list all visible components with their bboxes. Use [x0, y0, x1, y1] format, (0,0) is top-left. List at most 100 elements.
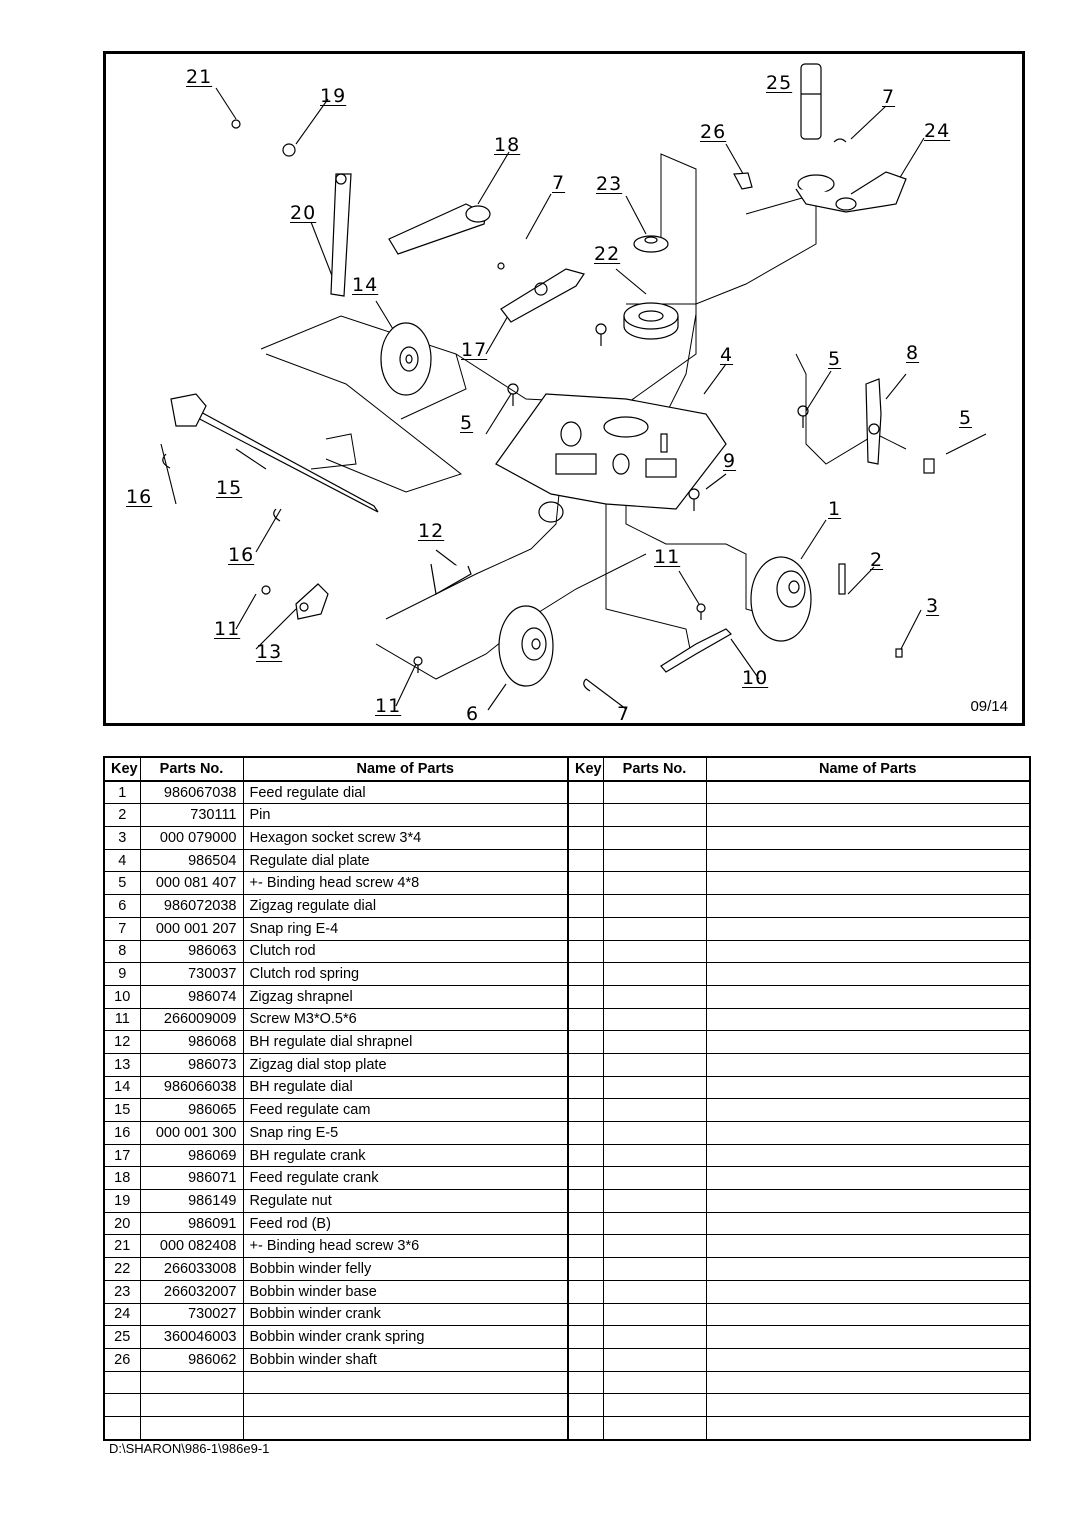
cell-parts-no [139, 1370, 244, 1395]
cell-name-right [705, 1347, 1031, 1372]
cell-key-right [567, 984, 604, 1009]
cell-key-right [567, 1393, 604, 1417]
cell-parts-no: 986071 [139, 1166, 244, 1191]
cell-parts-no: 986073 [139, 1052, 244, 1077]
callout-4: 4 [720, 344, 734, 366]
zigzag-shrapnel [660, 628, 732, 673]
cell-parts-no: 986091 [139, 1211, 244, 1236]
callout-16b: 16 [228, 544, 255, 566]
feed-dial [750, 556, 812, 642]
cell-parts-no: 266033008 [139, 1257, 244, 1281]
cell-key: 18 [103, 1166, 141, 1191]
cell-key-right [567, 1007, 604, 1032]
cell-name-right [705, 1121, 1031, 1145]
callout-16a: 16 [126, 486, 153, 508]
cell-parts-no: 000 001 207 [139, 916, 244, 941]
cell-key: 19 [103, 1189, 141, 1213]
cell-key-right [567, 1325, 604, 1349]
cell-key: 9 [103, 962, 141, 986]
cell-parts-no-right [602, 962, 707, 986]
callout-5c: 5 [460, 412, 474, 434]
cell-name: Bobbin winder base [242, 1279, 569, 1304]
cell-name-right [705, 939, 1031, 964]
cell-key: 4 [103, 848, 141, 873]
cell-name: Regulate dial plate [242, 848, 569, 873]
callout-6: 6 [466, 703, 480, 725]
regulate-dial-plate [495, 393, 727, 523]
cell-parts-no-right [602, 1098, 707, 1122]
cell-name: Feed rod (B) [242, 1211, 569, 1236]
callout-12: 12 [418, 520, 445, 542]
callout-26: 26 [700, 121, 727, 143]
header-name-right: Name of Parts [705, 756, 1031, 782]
cell-key-right [567, 1279, 604, 1304]
cell-parts-no-right [602, 939, 707, 964]
cell-parts-no-right [602, 803, 707, 828]
table-row [103, 1370, 1031, 1395]
table-row [103, 1415, 1031, 1441]
cell-parts-no-right [602, 1325, 707, 1349]
callout-21: 21 [186, 66, 213, 88]
cell-name-right [705, 1189, 1031, 1213]
cell-key: 16 [103, 1121, 141, 1145]
cell-parts-no-right [602, 1234, 707, 1259]
cell-name: +- Binding head screw 3*6 [242, 1234, 569, 1259]
cell-parts-no-right [602, 826, 707, 850]
cell-name-right [705, 1279, 1031, 1304]
cell-name: Clutch rod [242, 939, 569, 964]
cell-parts-no: 986504 [139, 848, 244, 873]
cell-key-right [567, 1143, 604, 1168]
cell-key-right [567, 1415, 604, 1441]
cell-parts-no: 266009009 [139, 1007, 244, 1032]
cell-name: Zigzag dial stop plate [242, 1052, 569, 1077]
cell-key-right [567, 826, 604, 850]
cell-parts-no: 986062 [139, 1347, 244, 1372]
cell-key-right [567, 871, 604, 896]
callout-7a: 7 [552, 172, 566, 194]
cell-key-right [567, 1234, 604, 1259]
cell-key-right [567, 1098, 604, 1122]
cell-key: 5 [103, 871, 141, 896]
cell-key: 7 [103, 916, 141, 941]
cell-key: 12 [103, 1030, 141, 1054]
cell-key: 8 [103, 939, 141, 964]
exploded-parts-diagram: 21 19 18 20 7 23 22 14 17 25 26 7 24 4 5… [103, 51, 1025, 726]
cell-key: 22 [103, 1257, 141, 1281]
cell-name: Clutch rod spring [242, 962, 569, 986]
cell-parts-no-right [602, 916, 707, 941]
cell-key-right [567, 780, 604, 805]
header-parts-no-left: Parts No. [139, 756, 244, 782]
cell-name: Zigzag regulate dial [242, 894, 569, 918]
callout-14: 14 [352, 274, 379, 296]
cell-key: 26 [103, 1347, 141, 1372]
cell-key-right [567, 803, 604, 828]
cell-name: Hexagon socket screw 3*4 [242, 826, 569, 850]
callout-3: 3 [926, 595, 940, 617]
cell-key: 21 [103, 1234, 141, 1259]
callout-25: 25 [766, 72, 793, 94]
cell-parts-no-right [602, 1075, 707, 1100]
bobbin-winder-base [623, 235, 679, 340]
cell-parts-no: 986065 [139, 1098, 244, 1122]
cell-parts-no-right [602, 1302, 707, 1327]
cell-name: Bobbin winder shaft [242, 1347, 569, 1372]
cell-key [103, 1393, 141, 1417]
cell-parts-no: 000 081 407 [139, 871, 244, 896]
header-name-left: Name of Parts [242, 756, 569, 782]
cell-key-right [567, 1189, 604, 1213]
cell-name-right [705, 1325, 1031, 1349]
cell-name-right [705, 848, 1031, 873]
cell-parts-no [139, 1393, 244, 1417]
